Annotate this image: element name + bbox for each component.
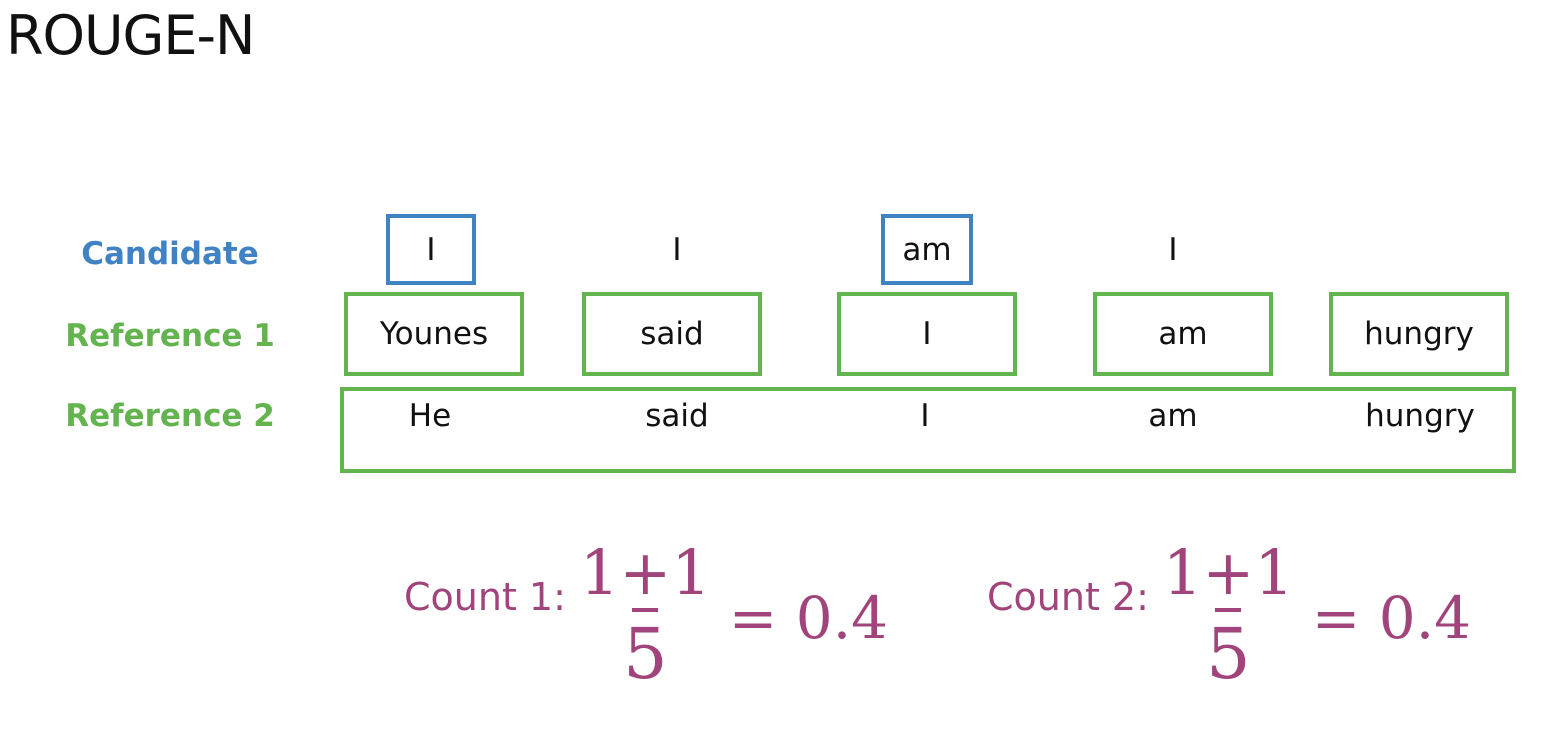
candidate-word-3-highlighted: am [881,214,973,285]
reference-2-word-2: said [645,398,709,434]
reference-2-word-1: He [408,398,452,434]
reference-1-word-2: said [582,292,762,376]
slide-title: ROUGE-N [6,4,255,67]
count-1-fraction: 1+1 5 [579,536,711,695]
count-1-result: = 0.4 [728,584,889,652]
count-1-formula: Count 1: 1+1 5 = 0.4 [404,530,888,700]
reference-1-word-4: am [1093,292,1273,376]
reference-2-box [340,387,1516,473]
count-1-label: Count 1: [404,575,566,619]
count-2-fraction: 1+1 5 [1162,536,1294,695]
fraction-bar [1215,608,1242,612]
count-2-label: Count 2: [987,575,1149,619]
reference-2-word-4: am [1148,398,1198,434]
reference-1-word-3: I [837,292,1017,376]
fraction-bar [632,608,659,612]
candidate-word-1-highlighted: I [386,214,476,285]
candidate-label: Candidate [81,236,259,272]
count-2-denominator: 5 [1206,613,1251,695]
count-1-numerator: 1+1 [579,536,711,609]
reference-1-word-1: Younes [344,292,524,376]
count-2-result: = 0.4 [1311,584,1472,652]
reference-2-label: Reference 2 [65,398,275,434]
count-2-formula: Count 2: 1+1 5 = 0.4 [987,530,1471,700]
reference-1-label: Reference 1 [65,318,275,354]
reference-1-word-5: hungry [1329,292,1509,376]
reference-2-word-3: I [920,398,930,434]
count-2-numerator: 1+1 [1162,536,1294,609]
candidate-word-2: I [672,231,682,268]
count-1-denominator: 5 [623,613,668,695]
candidate-word-4: I [1168,231,1178,268]
reference-2-word-5: hungry [1365,398,1475,434]
